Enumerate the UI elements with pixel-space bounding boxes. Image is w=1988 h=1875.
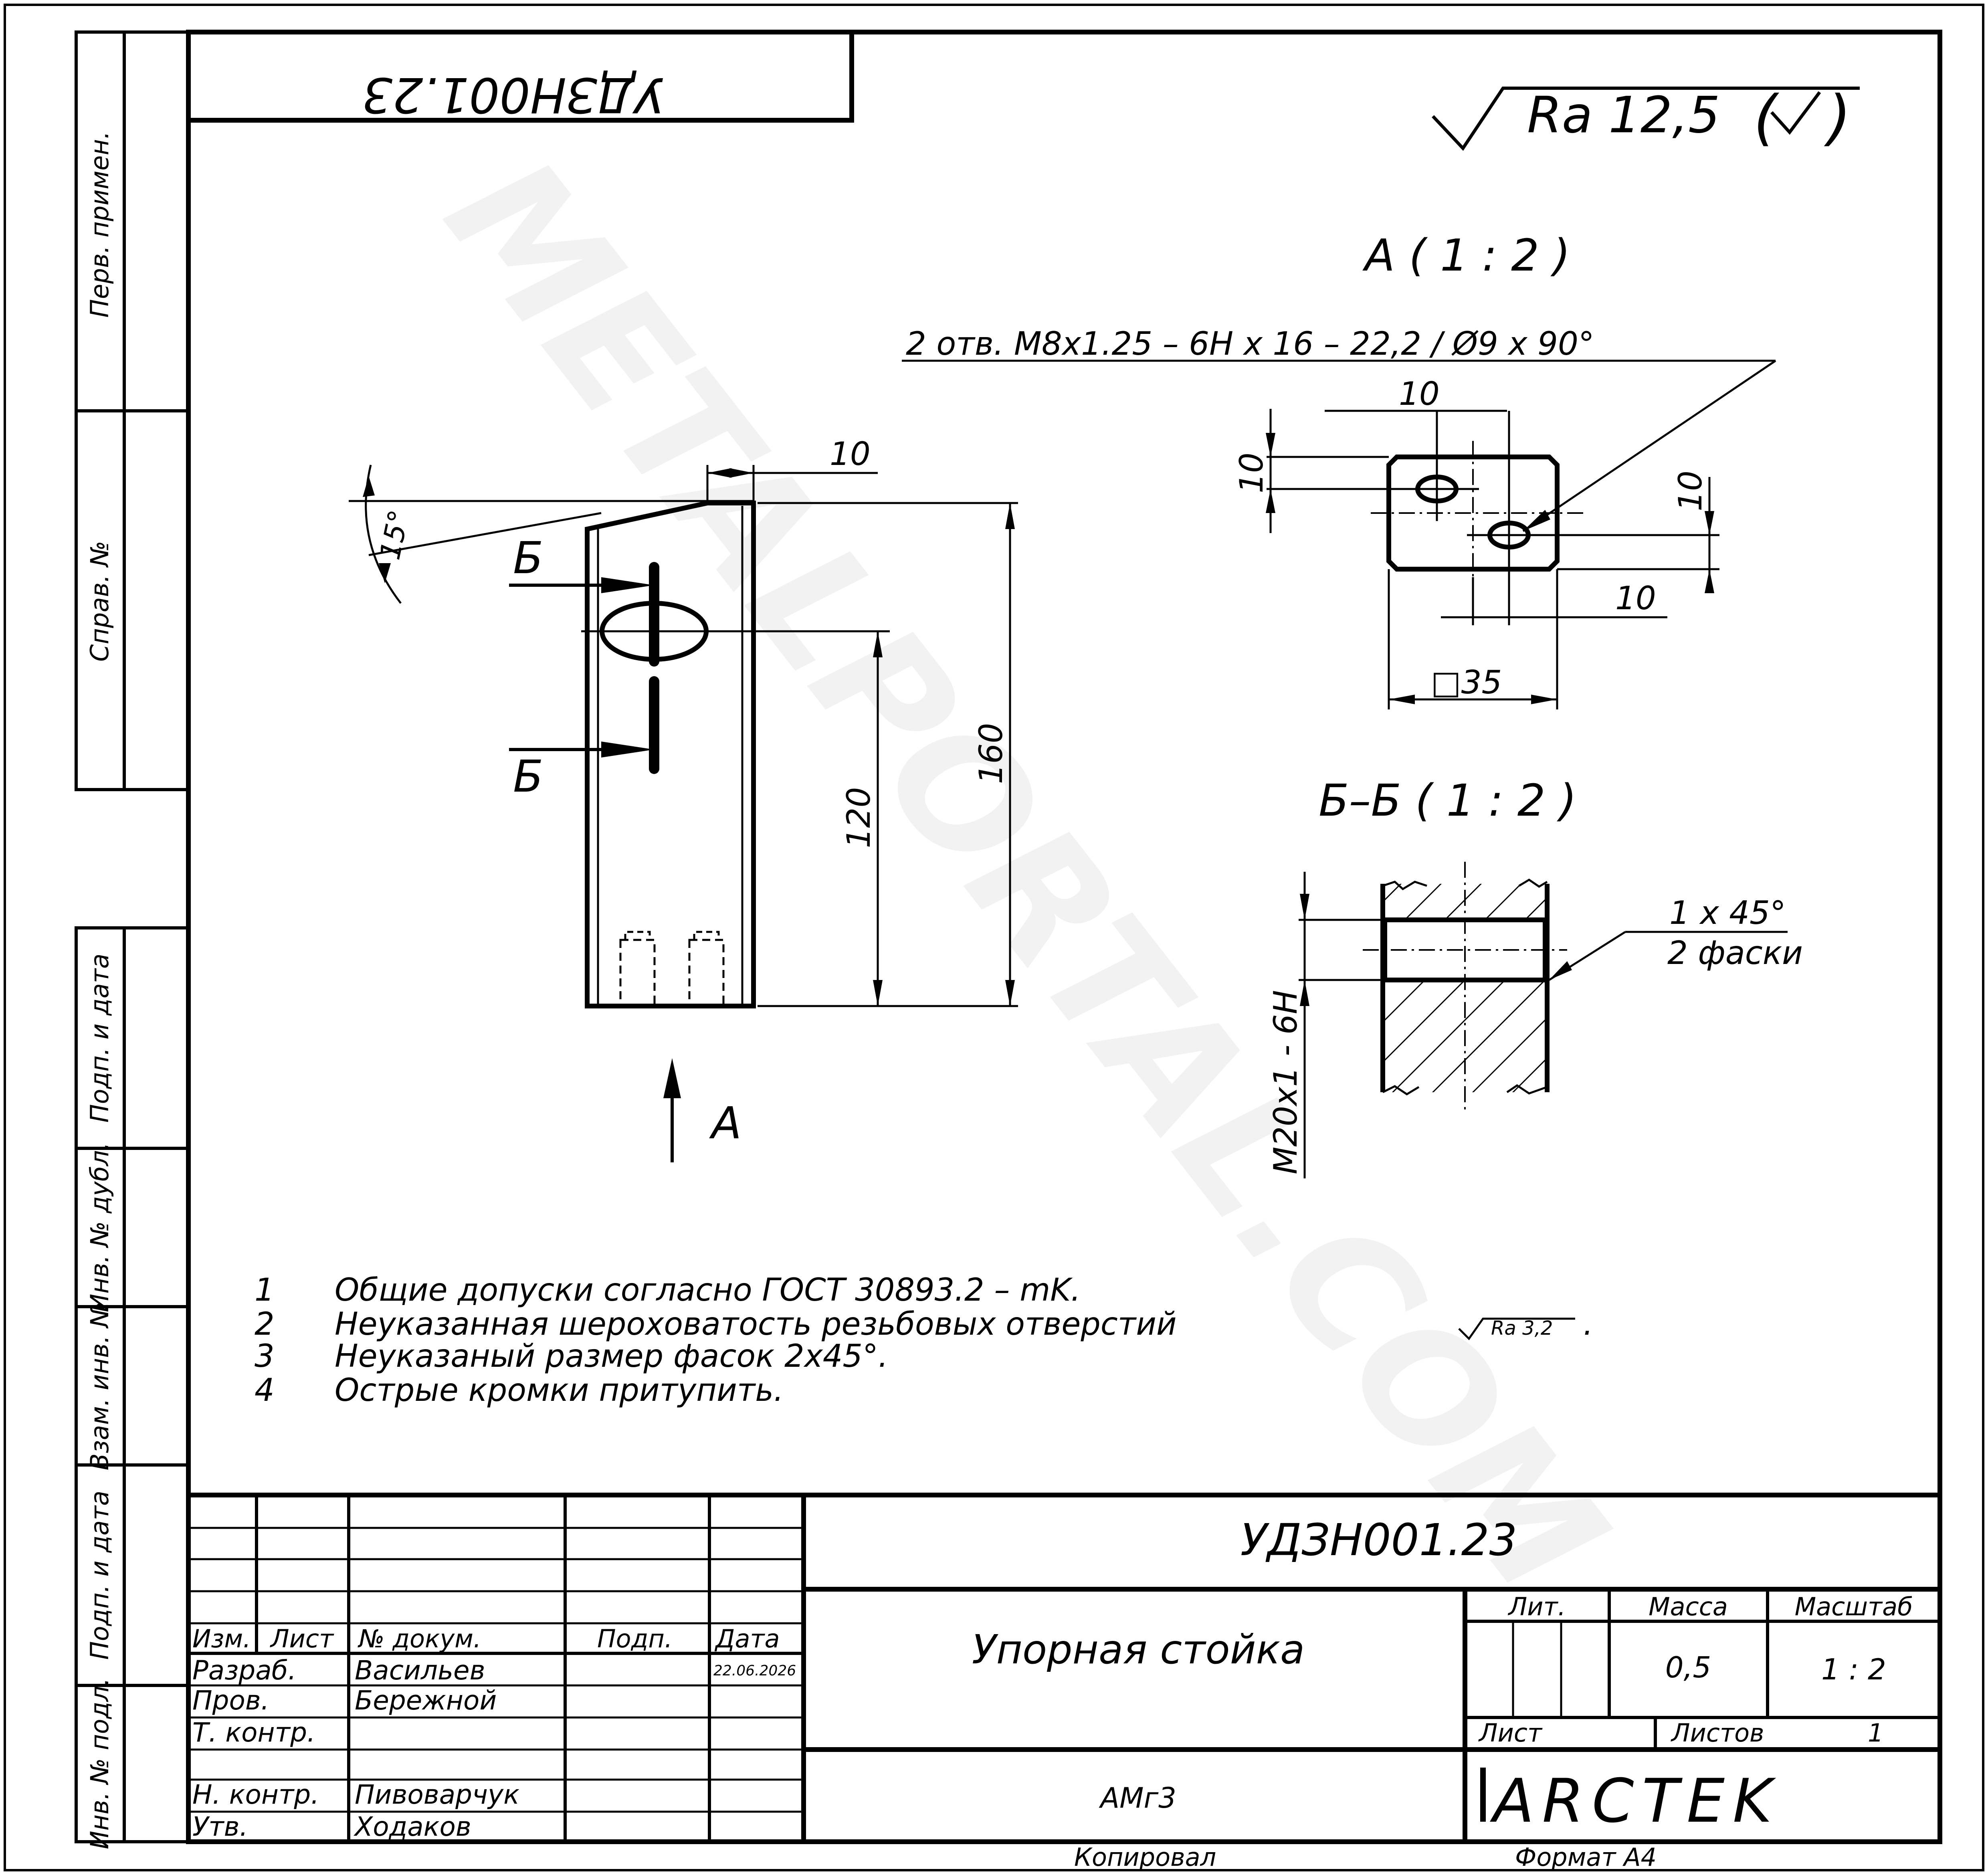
technical-notes: 1 Общие допуски согласно ГОСТ 30893.2 – …	[255, 1272, 1593, 1408]
tb-header-izm: Изм.	[192, 1624, 251, 1653]
tb-massa: 0,5	[1665, 1651, 1711, 1684]
front-dim-160: 160	[972, 723, 1010, 784]
tb-header-podp: Подп.	[597, 1624, 673, 1653]
note-2-end: .	[1583, 1306, 1593, 1342]
side-label-podp-data-1: Подп. и дата	[85, 954, 114, 1123]
view-a-dim-top: 10	[1399, 375, 1440, 412]
section-bb-chamfer-2: 2 фаски	[1667, 934, 1803, 972]
section-bb-title: Б–Б ( 1 : 2 )	[1319, 775, 1577, 826]
side-label-perv-primen: Перв. примен.	[85, 131, 114, 317]
tb-date-0: 22.06.2026	[713, 1663, 796, 1679]
tb-name-0: Васильев	[355, 1655, 485, 1686]
front-dim-angle: 15°	[373, 507, 416, 562]
note-2-text: Неуказанная шероховатость резьбовых отве…	[335, 1306, 1177, 1342]
tb-role-0: Разраб.	[192, 1655, 296, 1686]
tb-masshtab: 1 : 2	[1821, 1653, 1886, 1686]
note-3-text: Неуказаный размер фасок 2x45°.	[335, 1338, 888, 1374]
tb-masshtab-label: Масштаб	[1795, 1592, 1913, 1621]
tb-material: АМг3	[1099, 1782, 1176, 1814]
section-bb-thread: M20x1 - 6H	[1267, 990, 1304, 1174]
front-dim-120: 120	[840, 787, 877, 849]
tb-designation: УДЗН001.23	[1240, 1514, 1517, 1566]
view-a-dim-right: 10	[1672, 471, 1709, 511]
tb-part-name: Упорная стойка	[972, 1626, 1305, 1673]
roughness-check-icon	[1770, 91, 1821, 135]
side-label-inv-dubl: Инв. № дубл.	[85, 1142, 114, 1312]
front-view: Б Б 10 160 120 15° A	[349, 435, 1018, 1162]
note-4-num: 4	[255, 1372, 275, 1408]
note-1-num: 1	[255, 1272, 275, 1308]
top-stamp: УДЗН001.23	[186, 30, 854, 123]
tb-list-label: Лист	[1478, 1718, 1543, 1748]
tb-massa-label: Масса	[1649, 1592, 1728, 1621]
tb-role-5: Утв.	[192, 1811, 248, 1842]
tb-role-2: Т. контр.	[192, 1717, 315, 1748]
view-a-hole-callout: 2 отв. M8x1.25 – 6H x 16 – 22,2 / Ø9 x 9…	[906, 325, 1594, 362]
sheet-border	[4, 4, 1984, 1871]
tb-name-5: Ходаков	[354, 1811, 471, 1842]
view-a-arrow-label: A	[709, 1097, 741, 1149]
front-dim-10: 10	[830, 435, 871, 473]
side-label-vzam-inv: Взам. инв. №	[85, 1302, 114, 1471]
view-a-dim-square: □35	[1431, 664, 1502, 701]
view-a-dim-left: 10	[1233, 453, 1270, 493]
view-a: A ( 1 : 2 ) 2 отв. M8x1.25 – 6H x 16 – 2…	[902, 230, 1776, 709]
caption-kopiroval: Копировал	[1074, 1843, 1216, 1872]
section-mark-bottom: Б	[513, 751, 543, 802]
note-3-num: 3	[255, 1338, 275, 1374]
title-block: Изм. Лист № докум. Подп. Дата Разраб. Ва…	[186, 1493, 1942, 1844]
company-logo: ARCTEK	[1480, 1766, 1780, 1836]
tb-header-data: Дата	[714, 1624, 780, 1653]
section-bb-chamfer-1: 1 x 45°	[1669, 894, 1786, 931]
top-stamp-text: УДЗН001.23	[362, 67, 664, 122]
side-label-sprav-no: Справ. №	[85, 541, 114, 662]
general-roughness-paren-close: )	[1824, 83, 1851, 153]
note-2-num: 2	[255, 1306, 275, 1342]
note-1-text: Общие допуски согласно ГОСТ 30893.2 – mK…	[335, 1272, 1081, 1308]
view-a-title: A ( 1 : 2 )	[1362, 230, 1570, 281]
tb-header-n-dokum: № докум.	[358, 1624, 481, 1653]
section-bb: Б–Б ( 1 : 2 )	[1267, 775, 1803, 1178]
tb-name-4: Пивоварчук	[355, 1779, 519, 1810]
tb-header-list: Лист	[270, 1624, 334, 1653]
tb-listov: 1	[1868, 1718, 1883, 1748]
caption-format: Формат А4	[1515, 1843, 1657, 1872]
company-name: ARCTEK	[1490, 1766, 1780, 1836]
side-label-inv-podl: Инв. № подл.	[85, 1678, 114, 1849]
tb-name-1: Бережной	[355, 1685, 497, 1716]
section-mark-top: Б	[513, 532, 543, 584]
side-columns: Перв. примен. Справ. № Подп. и дата Инв.…	[75, 30, 190, 1849]
tb-lit-label: Лит.	[1508, 1592, 1566, 1621]
general-roughness-text: Ra 12,5	[1527, 86, 1720, 144]
note-4-text: Острые кромки притупить.	[335, 1372, 784, 1408]
note-2-roughness: Ra 3,2	[1491, 1317, 1553, 1340]
general-roughness: Ra 12,5 ( )	[1432, 83, 1860, 153]
tb-listov-label: Листов	[1671, 1718, 1764, 1748]
tb-role-4: Н. контр.	[192, 1779, 319, 1810]
tb-role-1: Пров.	[192, 1685, 269, 1716]
note-2-roughness-icon	[1458, 1317, 1575, 1340]
side-label-podp-data-2: Подп. и дата	[85, 1491, 114, 1660]
view-a-dim-bottom: 10	[1615, 580, 1656, 617]
